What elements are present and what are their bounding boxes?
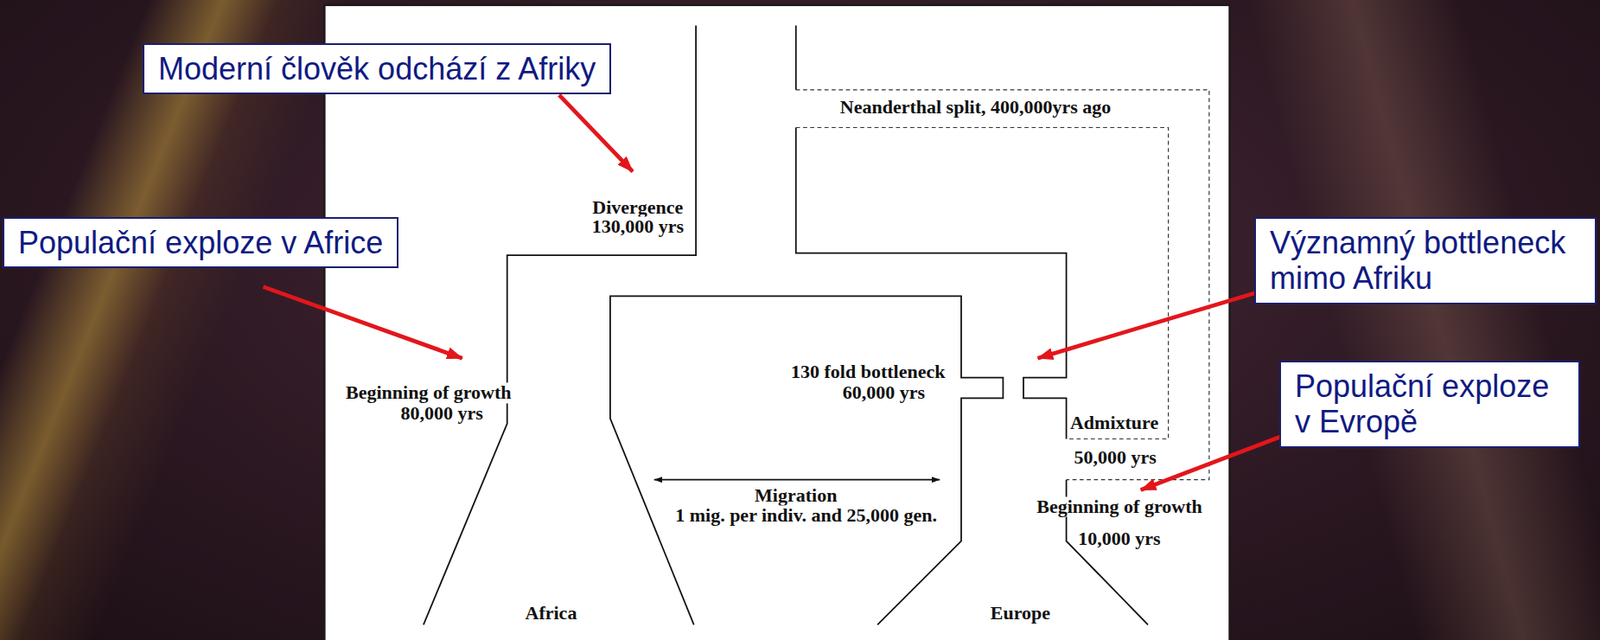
tree-label: 130,000 yrs xyxy=(590,216,686,237)
callout-arrow xyxy=(1141,432,1292,490)
africa-left-wall xyxy=(423,25,696,625)
figure-panel xyxy=(324,5,1230,640)
tree-label: Migration xyxy=(752,484,839,505)
tree-label: 80,000 yrs xyxy=(398,403,485,424)
callout-text: Populační exploze v Evropě xyxy=(1294,368,1565,440)
tree-label: 60,000 yrs xyxy=(841,382,927,403)
callout-text: Moderní člověk odchází z Afriky xyxy=(158,50,596,87)
neanderthal-lineage xyxy=(796,89,1210,480)
callout-arrows xyxy=(263,95,1292,491)
tree-label: Divergence xyxy=(590,197,685,217)
neanderthal-stem xyxy=(795,25,797,90)
tree-label: Admixture xyxy=(1068,412,1161,433)
tree-label: 130 fold bottleneck xyxy=(789,361,947,382)
tree-label: Beginning of growth xyxy=(344,382,514,403)
tree-label: Europe xyxy=(988,603,1052,624)
tree-label: Neanderthal split, 400,000yrs ago xyxy=(838,96,1114,117)
callout-arrow xyxy=(1038,289,1266,358)
tree-label: Africa xyxy=(523,603,580,624)
callout-text: Populační exploze v Africe xyxy=(18,224,383,261)
lineage-lines xyxy=(423,25,1148,625)
callout-box: Moderní člověk odchází z Afriky xyxy=(142,43,612,95)
callout-arrow xyxy=(263,286,463,359)
tree-label: 10,000 yrs xyxy=(1076,529,1162,549)
neanderthal-outer xyxy=(796,89,1210,480)
tree-label: 1 mig. per indiv. and 25,000 gen. xyxy=(673,505,939,526)
callout-arrow xyxy=(559,95,633,173)
migration-arrow xyxy=(654,478,941,481)
tree-label: 50,000 yrs xyxy=(1072,446,1159,467)
tree-label: Beginning of growth xyxy=(1034,496,1205,517)
callout-box: Populační exploze v Evropě xyxy=(1279,360,1581,448)
neanderthal-inner xyxy=(796,127,1169,440)
africa-europe-inner-wall xyxy=(610,295,1003,625)
europe-right-wall xyxy=(796,127,1067,440)
callout-text: Významný bottleneck mimo Afriku xyxy=(1269,224,1581,297)
callout-box: Významný bottleneck mimo Afriku xyxy=(1254,216,1597,305)
callout-box: Populační exploze v Africe xyxy=(2,216,399,268)
